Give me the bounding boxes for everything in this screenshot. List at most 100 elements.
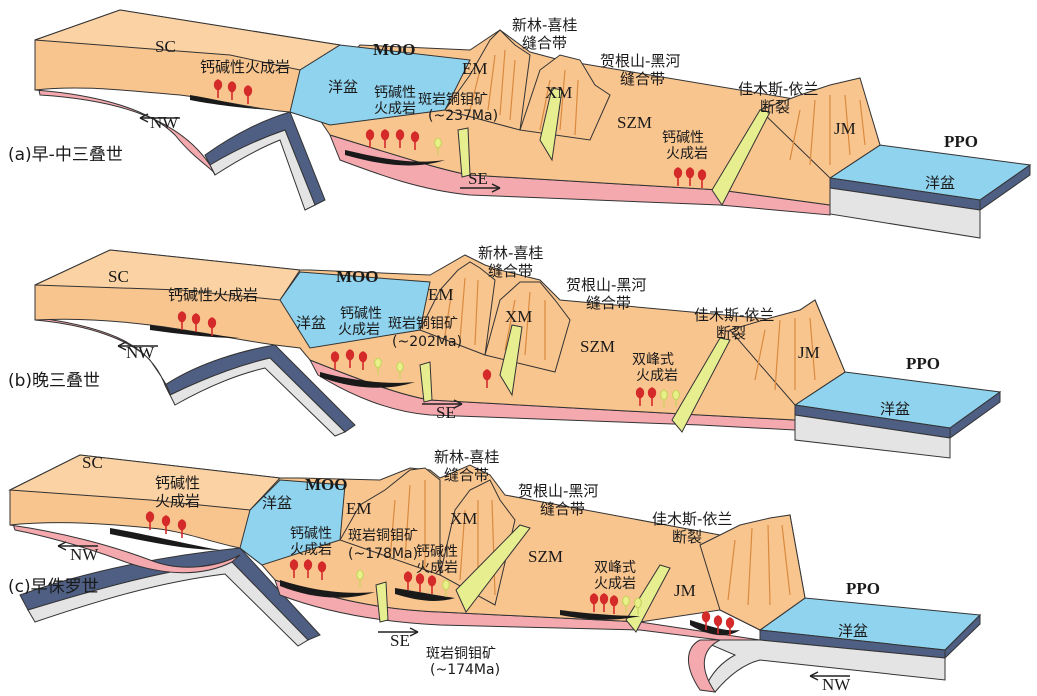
label-szm-c: SZM: [528, 547, 563, 566]
label-xm-b: XM: [505, 307, 532, 326]
label-calc-alk-mid1-b: 钙碱性: [340, 306, 382, 322]
label-ppo-a: PPO: [944, 132, 978, 151]
label-xinlin2-c: 缝合带: [444, 466, 489, 484]
label-porphyry1-a: 斑岩铜钼矿: [418, 92, 488, 108]
label-calc-alk-mid1-a: 钙碱性: [374, 85, 416, 101]
label-hegen1-c: 贺根山-黑河: [518, 482, 598, 500]
label-calc-alk-right2-a: 火成岩: [666, 146, 708, 162]
suture-hegen-a: [539, 87, 563, 162]
label-bimodal2-c: 火成岩: [594, 576, 636, 592]
label-nw-right-c: NW: [822, 675, 851, 694]
label-ocean-left-c: 洋盆: [262, 494, 292, 512]
label-hegen2-a: 缝合带: [620, 70, 665, 88]
left-slab-light-b: [169, 357, 346, 437]
suture-xinlin-a: [457, 127, 471, 178]
label-hegen2-c: 缝合带: [540, 500, 585, 518]
label-ocean-right-a: 洋盆: [925, 174, 955, 192]
label-em-b: EM: [428, 285, 454, 304]
caption-b: (b)晚三叠世: [8, 371, 100, 391]
label-bimodal2-b: 火成岩: [636, 368, 678, 384]
label-jm-b: JM: [798, 343, 820, 362]
suture-jiamusi-b: [671, 337, 731, 433]
label-moo-a: MOO: [373, 40, 416, 59]
label-em-c: EM: [346, 499, 372, 518]
label-jm-c: JM: [674, 581, 696, 600]
em-mountain: [444, 29, 531, 131]
label-bimodal1-c: 双峰式: [594, 560, 636, 576]
label-jiamusi1-a: 佳木斯-依兰: [738, 80, 818, 98]
black-body-mid-b: [320, 372, 415, 388]
label-moo-b: MOO: [336, 267, 379, 286]
caption-a: (a)早-中三叠世: [8, 145, 123, 165]
suture-xinlin-b: [419, 361, 433, 403]
black-body-mid2-c: [395, 588, 455, 601]
ppo-ocean-side-c: [944, 613, 981, 660]
label-calc-alk-left-a: 钙碱性火成岩: [200, 58, 290, 76]
suture-hegen-c: [455, 524, 531, 613]
label-jiamusi2-b: 断裂: [716, 324, 746, 342]
label-calc-alk-mid2-b: 火成岩: [338, 322, 380, 338]
ppo-slab-light-b: [794, 414, 951, 459]
black-body-mid-c: [280, 580, 375, 598]
label-jm-a: JM: [834, 119, 856, 138]
suture-jiamusi-a: [711, 109, 771, 206]
label-se-b: SE: [436, 403, 456, 422]
label-nw-left-c: NW: [70, 545, 99, 564]
label-nw-a: NW: [150, 113, 179, 132]
label-moo-c: MOO: [305, 475, 348, 494]
label-porphyry1-b: 斑岩铜钼矿: [388, 316, 458, 332]
label-porphyry2-c: (~178Ma): [348, 546, 418, 562]
black-body-left-c: [110, 528, 220, 550]
label-szm-b: SZM: [580, 337, 615, 356]
label-hegen2-b: 缝合带: [586, 294, 631, 312]
black-body-left-a: [190, 95, 270, 110]
label-sc-b: SC: [108, 267, 129, 286]
jm-mountain-b: [729, 299, 846, 406]
label-sc-c: SC: [82, 453, 103, 472]
label-szm-a: SZM: [617, 113, 652, 132]
panel-c: SC 钙碱性 火成岩 MOO 洋盆 钙碱性 火成岩 斑岩铜钼矿 (~178Ma)…: [8, 448, 982, 694]
ppo-ocean-side-b: [949, 391, 1001, 439]
label-xinlin1-a: 新林-喜桂: [512, 16, 577, 34]
label-nw-b: NW: [126, 343, 155, 362]
label-ocean-right-b: 洋盆: [880, 400, 910, 418]
label-sc-a: SC: [155, 37, 176, 56]
label-porphyry-b1-c: 斑岩铜钼矿: [426, 646, 496, 662]
label-calc-alk-mid2-c: 火成岩: [290, 542, 332, 558]
label-hegen1-b: 贺根山-黑河: [566, 276, 646, 294]
crust-top-b: [34, 249, 301, 301]
label-porphyry-b2-c: (~174Ma): [430, 662, 500, 678]
label-xm-c: XM: [450, 509, 477, 528]
label-jiamusi2-c: 断裂: [672, 528, 702, 546]
label-jiamusi2-a: 断裂: [760, 98, 790, 116]
label-xinlin2-b: 缝合带: [488, 262, 533, 280]
caption-c: (c)早侏罗世: [8, 577, 99, 597]
panel-a: SC 钙碱性火成岩 MOO 洋盆 钙碱性 火成岩 斑岩铜钼矿 (~237Ma) …: [8, 9, 1032, 239]
label-jiamusi1-b: 佳木斯-依兰: [694, 306, 774, 324]
label-calc-alk-mid2-a: 火成岩: [374, 101, 416, 117]
label-ocean-left-a: 洋盆: [328, 78, 358, 96]
label-ocean-right-c: 洋盆: [838, 622, 868, 640]
label-calc-alk-left1-c: 钙碱性: [155, 474, 200, 492]
mountain-striations-b: [444, 277, 816, 391]
label-calc-alk-left2-c: 火成岩: [155, 492, 200, 510]
label-xinlin1-b: 新林-喜桂: [478, 244, 543, 262]
jm-mountain-c: [699, 514, 806, 631]
label-ocean-left-b: 洋盆: [296, 314, 326, 332]
label-xm-a: XM: [545, 83, 572, 102]
label-jiamusi1-c: 佳木斯-依兰: [652, 510, 732, 528]
label-xinlin1-c: 新林-喜桂: [434, 448, 499, 466]
label-se-c: SE: [390, 631, 410, 650]
suture-xinlin-c: [375, 581, 389, 623]
left-slab-light-c: [27, 561, 309, 647]
crust-top-c: [8, 454, 282, 511]
label-porphyry1-c: 斑岩铜钼矿: [348, 528, 418, 544]
label-em-a: EM: [462, 59, 488, 78]
left-slab-light: [209, 129, 316, 211]
label-hegen1-a: 贺根山-黑河: [600, 52, 680, 70]
label-xinlin2-a: 缝合带: [522, 34, 567, 52]
ppo-ocean-side: [979, 164, 1031, 211]
black-body-jm-c: [690, 620, 740, 636]
black-body-left-b: [150, 325, 240, 338]
label-calc-alk-right1-a: 钙碱性: [662, 130, 704, 146]
